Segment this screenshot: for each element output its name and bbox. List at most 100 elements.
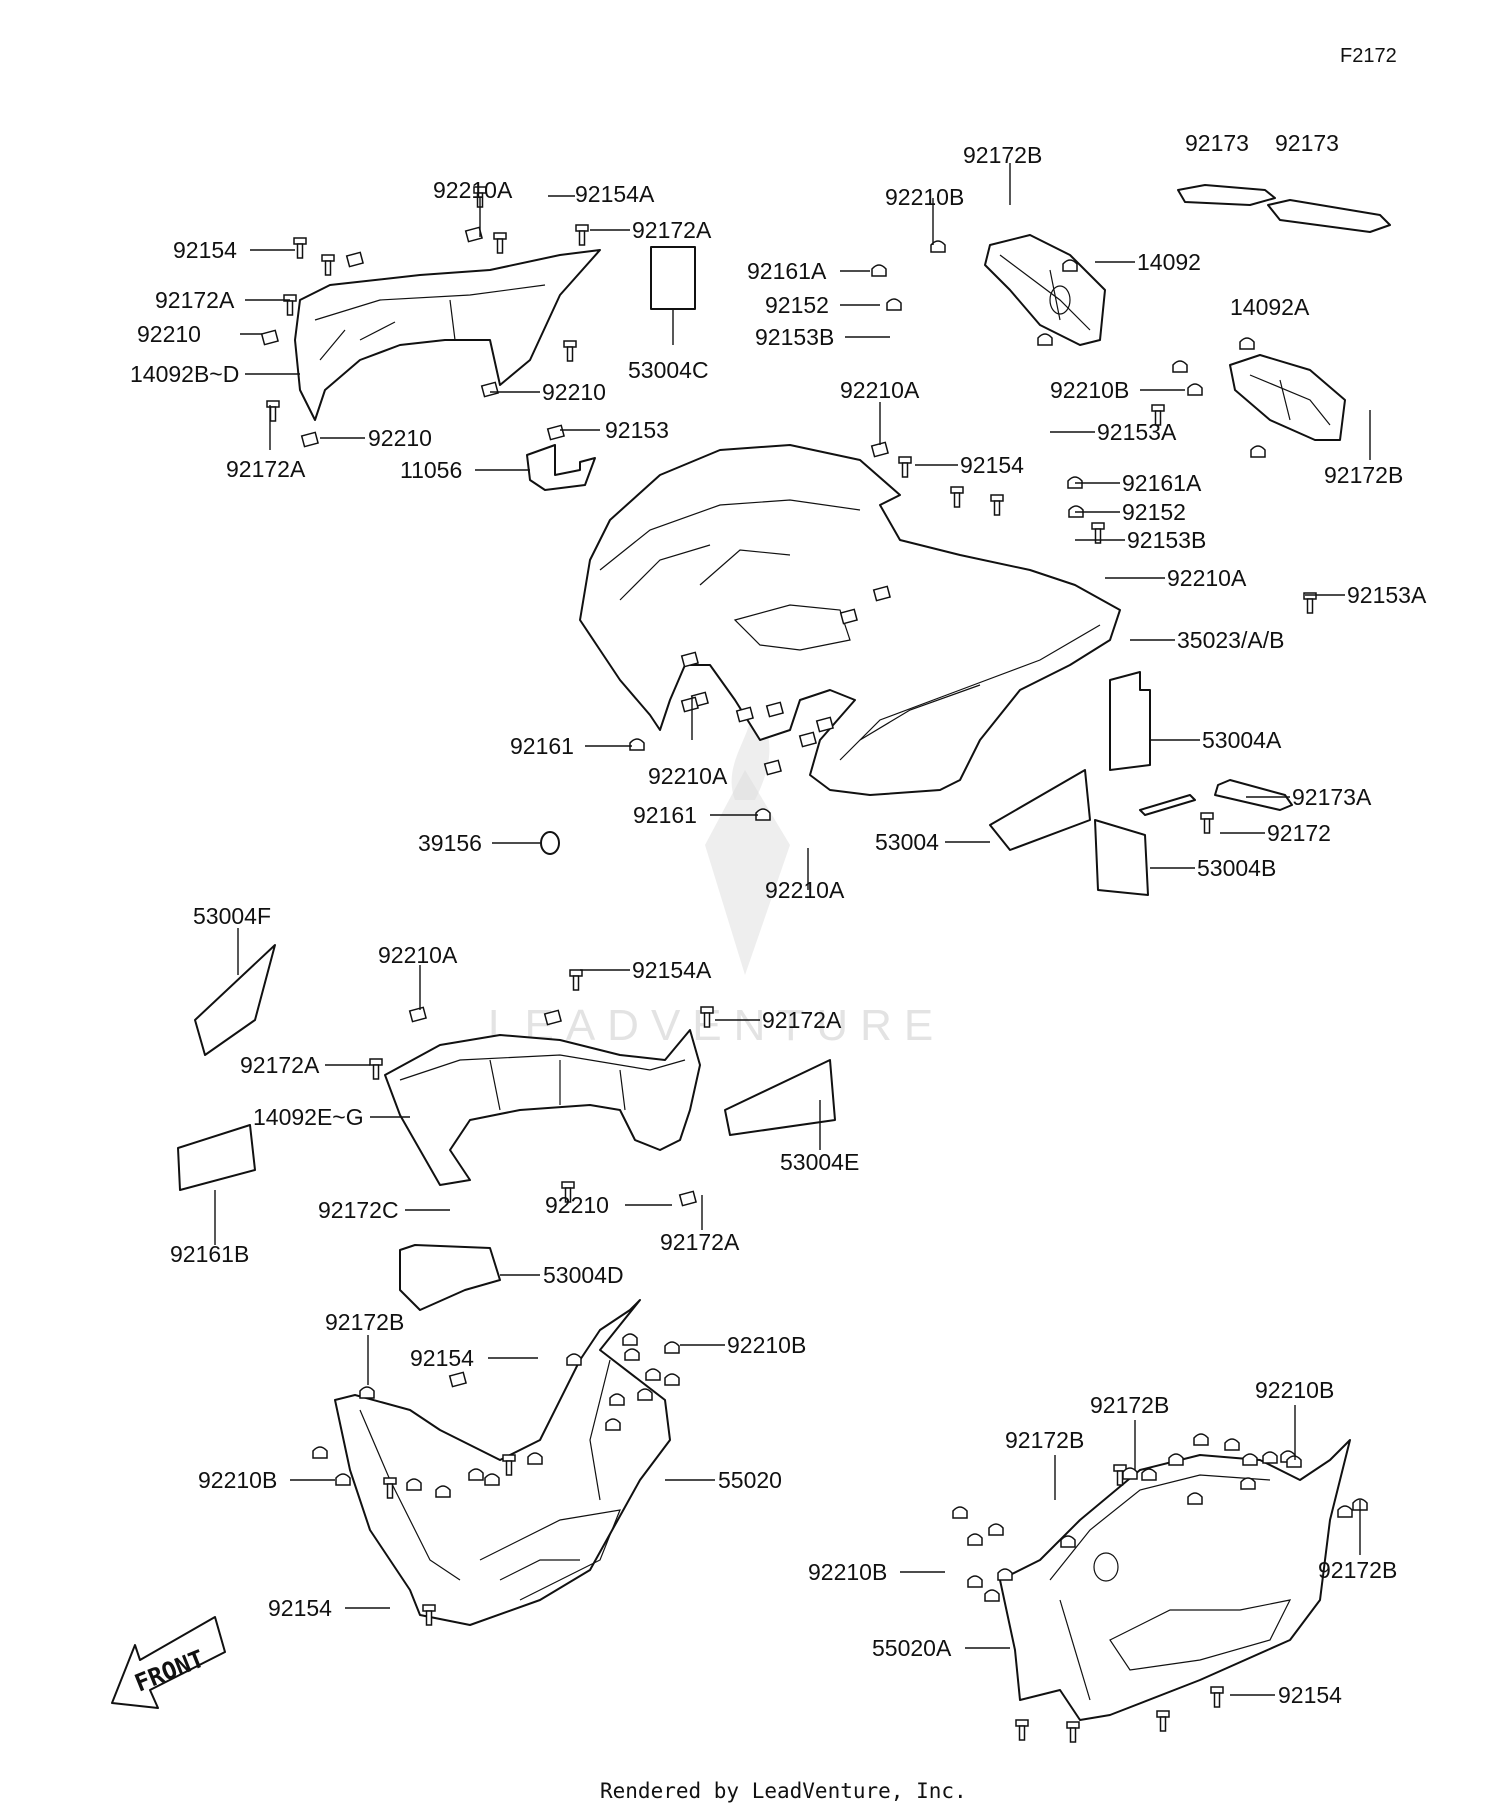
front-direction-arrow: FRONT (111, 1616, 226, 1709)
part-ring-39156 (540, 831, 560, 855)
callout-92152: 92152 (1122, 499, 1186, 525)
bolt-icon (898, 456, 912, 478)
bolt-icon (1200, 812, 1214, 834)
part-bracket-11056 (526, 444, 596, 491)
nut-icon (988, 1523, 1004, 1536)
callout-92172B: 92172B (1090, 1392, 1169, 1418)
callout-92161: 92161 (510, 733, 574, 759)
callout-92153A: 92153A (1347, 582, 1427, 608)
nut-icon (1168, 1453, 1184, 1466)
callout-92210A: 92210A (433, 177, 513, 203)
callout-92173: 92173 (1185, 130, 1249, 156)
nut-icon (1122, 1467, 1138, 1480)
callout-92210B: 92210B (727, 1332, 806, 1358)
callout-92172B: 92172B (1005, 1427, 1084, 1453)
clip-nut-icon (680, 696, 699, 713)
callout-92210A: 92210A (840, 377, 920, 403)
clip-nut-icon (546, 424, 565, 441)
clip-nut-icon (300, 431, 319, 448)
nut-icon (886, 298, 902, 311)
callout-55020A: 55020A (872, 1635, 952, 1661)
callout-labels: 92210A 92154A 92172A 92154 92172A 92210 … (130, 130, 1427, 1708)
nut-icon (435, 1485, 451, 1498)
nut-icon (997, 1568, 1013, 1581)
callout-92172A: 92172A (632, 217, 712, 243)
callout-92210: 92210 (368, 425, 432, 451)
callout-92210A: 92210A (378, 942, 458, 968)
callout-92154: 92154 (268, 1595, 332, 1621)
callout-92154: 92154 (173, 237, 237, 263)
callout-92210A: 92210A (648, 763, 728, 789)
callout-92172: 92172 (1267, 820, 1331, 846)
bolt-icon (700, 1006, 714, 1028)
nut-icon (1187, 1492, 1203, 1505)
bolt-icon (293, 237, 307, 259)
footer-credit: Rendered by LeadVenture, Inc. (600, 1779, 967, 1803)
bolt-icon (1113, 1464, 1127, 1486)
nut-icon (1239, 337, 1255, 350)
part-label-53004B (1094, 819, 1149, 896)
bolt-icon (422, 1604, 436, 1626)
nut-icon (406, 1478, 422, 1491)
nut-icon (952, 1506, 968, 1519)
bolt-icon (561, 1181, 575, 1203)
nut-icon (1141, 1468, 1157, 1481)
callout-92172B: 92172B (963, 142, 1042, 168)
callout-92173A: 92173A (1292, 784, 1372, 810)
callout-92173: 92173 (1275, 130, 1339, 156)
part-left-rear-inner-fender (294, 249, 601, 421)
nut-icon (1337, 1505, 1353, 1518)
callout-53004: 53004 (875, 829, 939, 855)
part-front-inner-fender (384, 1029, 701, 1186)
clip-nut-icon (735, 706, 754, 723)
nut-icon (1060, 1535, 1076, 1548)
callout-53004D: 53004D (543, 1262, 624, 1288)
part-cover-14092 (984, 234, 1106, 346)
nut-icon (624, 1348, 640, 1361)
nut-icon (871, 264, 887, 277)
callout-92210B: 92210B (198, 1467, 277, 1493)
bolt-icon (569, 969, 583, 991)
callout-92161A: 92161A (747, 258, 827, 284)
bolt-icon (1210, 1686, 1224, 1708)
callout-92172A: 92172A (155, 287, 235, 313)
clip-nut-icon (678, 1190, 697, 1207)
bolt-icon (1015, 1719, 1029, 1741)
nut-icon (664, 1373, 680, 1386)
callout-92210B: 92210B (1050, 377, 1129, 403)
nut-icon (755, 808, 771, 821)
callout-39156: 39156 (418, 830, 482, 856)
part-reflector-92173A (1214, 779, 1293, 811)
callout-92153: 92153 (605, 417, 669, 443)
nut-icon (1262, 1451, 1278, 1464)
callout-35023-A-B: 35023/A/B (1177, 627, 1284, 653)
hardware-layer (260, 186, 1368, 1743)
callout-92172A: 92172A (660, 1229, 740, 1255)
callout-53004A: 53004A (1202, 727, 1282, 753)
bolt-icon (321, 254, 335, 276)
callout-92154A: 92154A (575, 181, 655, 207)
callout-92172B: 92172B (1324, 462, 1403, 488)
callout-53004B: 53004B (1197, 855, 1276, 881)
callout-92172A: 92172A (226, 456, 306, 482)
callout-92154A: 92154A (632, 957, 712, 983)
callout-92152: 92152 (765, 292, 829, 318)
part-label-53004F (194, 944, 276, 1056)
nut-icon (629, 738, 645, 751)
nut-icon (1240, 1477, 1256, 1490)
bolt-icon (575, 224, 589, 246)
bolt-icon (1091, 522, 1105, 544)
callout-92172A: 92172A (240, 1052, 320, 1078)
bolt-icon (1066, 1721, 1080, 1743)
callout-92210B: 92210B (1255, 1377, 1334, 1403)
callout-92161: 92161 (633, 802, 697, 828)
part-cover-14092A (1229, 354, 1346, 441)
nut-icon (468, 1468, 484, 1481)
nut-icon (645, 1368, 661, 1381)
callout-53004C: 53004C (628, 357, 709, 383)
nut-icon (1037, 333, 1053, 346)
callout-92210: 92210 (137, 321, 201, 347)
clip-nut-icon (680, 651, 699, 668)
part-label-53004D (399, 1244, 501, 1311)
callout-92210A: 92210A (1167, 565, 1247, 591)
